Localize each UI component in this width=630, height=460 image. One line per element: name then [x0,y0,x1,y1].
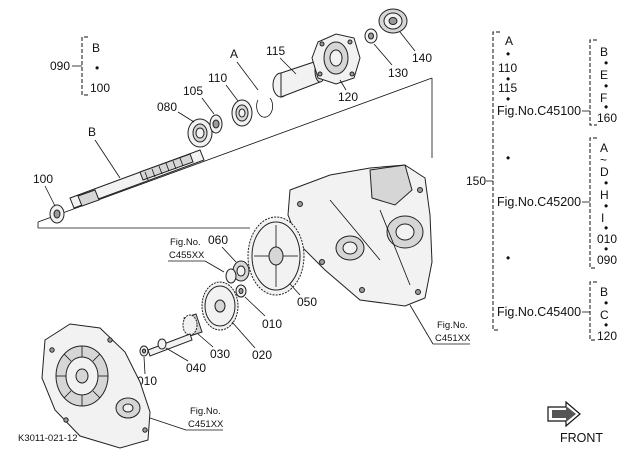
part-010-washer-lower: 010 [137,345,157,388]
key-col1-dot-3: • [604,100,608,114]
key-col3-c: C [600,308,609,322]
front-arrow-icon [547,400,581,428]
key-col2-d: D [600,165,609,179]
key-col1-b: B [600,45,608,59]
front-indicator: FRONT [547,400,603,445]
key-col1-dot-2: • [604,79,608,93]
key-col2-i: I [601,211,604,225]
label-b-shaft: B [88,125,96,139]
label-110: 110 [208,71,227,85]
key-dot-2: • [506,72,510,86]
part-060-small-gear: 060 [208,233,250,284]
label-010-a: 010 [262,317,282,331]
fig-ref-c455-bottom: C455XX [169,250,205,261]
part-080-bearing: 080 [157,100,213,148]
key-col2-dot-4: • [604,242,608,256]
bracket-090-group: 090 B • 100 [50,36,110,96]
part-020-gear: 020 [201,281,272,362]
explode-region-lines [37,77,433,229]
part-130-nut: 130 [364,28,408,80]
transmission-cover-left [41,323,151,449]
label-040: 040 [186,361,206,375]
fig-ref-c451-right-bottom: C451XX [435,333,471,344]
key-col1-f: F [600,91,607,105]
label-050: 050 [297,295,317,309]
key-dot-1: • [506,47,510,61]
key-col3-120: 120 [597,329,617,343]
label-105: 105 [183,84,203,98]
part-110-bearing: 110 [208,71,253,127]
key-dot-5: • [506,251,510,265]
key-col2-h: H [600,188,609,202]
key-col2-dot-2: • [604,199,608,213]
label-b-bracket: B [92,41,100,55]
key-110: 110 [498,61,517,75]
front-label: FRONT [560,431,603,445]
fig-ref-c451-right-top: Fig.No. [437,320,468,331]
key-col1-e: E [600,68,608,82]
label-090: 090 [50,59,70,73]
label-150: 150 [466,174,486,188]
key-col2-010: 010 [597,232,617,246]
key-col2-a: A [600,141,608,155]
key-col2-tilde: ~ [600,153,607,167]
key-col3-dot-2: • [604,318,608,332]
part-030-pinion: 030 [147,313,230,361]
key-col2-090: 090 [597,253,617,267]
diagram-code: K3011-021-12 [18,433,78,444]
label-020: 020 [252,348,272,362]
key-115: 115 [498,81,517,95]
fig-ref-c455xx[interactable]: Fig.No. C455XX [168,237,225,273]
part-040-washer: 040 [157,338,206,375]
part-140-bearing: 140 [378,8,432,65]
label-100-bracket: 100 [90,81,110,95]
part-120-hub: 120 [311,33,361,104]
main-shaft: B [69,125,205,209]
dot-bracket: • [95,61,99,75]
key-dot-3: • [506,92,510,106]
label-130: 130 [388,66,408,80]
key-col1-160: 160 [597,111,617,125]
label-a-top: A [230,47,238,61]
part-010-washer-upper: 010 [235,284,282,331]
label-115: 115 [266,44,285,58]
key-dot-4: • [506,151,510,165]
key-col2-dot-3: • [604,221,608,235]
fig-ref-c451-left-top: Fig.No. [190,406,221,417]
key-a: A [505,34,513,48]
fig-ref-c451xx-left[interactable]: Fig.No. C451XX [149,406,224,431]
key-col2-dot-1: • [604,176,608,190]
key-fig-c45100[interactable]: Fig.No.C45100 [497,104,581,118]
fig-ref-c451xx-right[interactable]: Fig.No. C451XX [409,304,471,345]
key-col3-dot-1: • [604,296,608,310]
fig-ref-c451-left-bottom: C451XX [188,419,224,430]
part-105-collar: 105 [183,84,223,134]
label-120: 120 [338,90,358,104]
part-050-gear: 050 [247,216,317,309]
label-080: 080 [157,100,177,114]
key-col1-dot-1: • [604,56,608,70]
key-col3-b: B [600,285,608,299]
label-030: 030 [210,347,230,361]
part-a-snapring: A [230,47,273,118]
key-fig-c45400[interactable]: Fig.No.C45400 [497,305,581,319]
label-100-left: 100 [33,172,53,186]
fig-ref-c455-top: Fig.No. [170,237,201,248]
transmission-case-right [287,164,433,307]
right-key: 150 A • 110 • 115 • Fig.No.C45100 • Fig.… [466,31,617,343]
key-fig-c45200[interactable]: Fig.No.C45200 [497,195,581,209]
part-100-washer: 100 [33,172,65,224]
label-060: 060 [208,233,228,247]
label-010-b: 010 [137,374,157,388]
label-140: 140 [412,51,432,65]
